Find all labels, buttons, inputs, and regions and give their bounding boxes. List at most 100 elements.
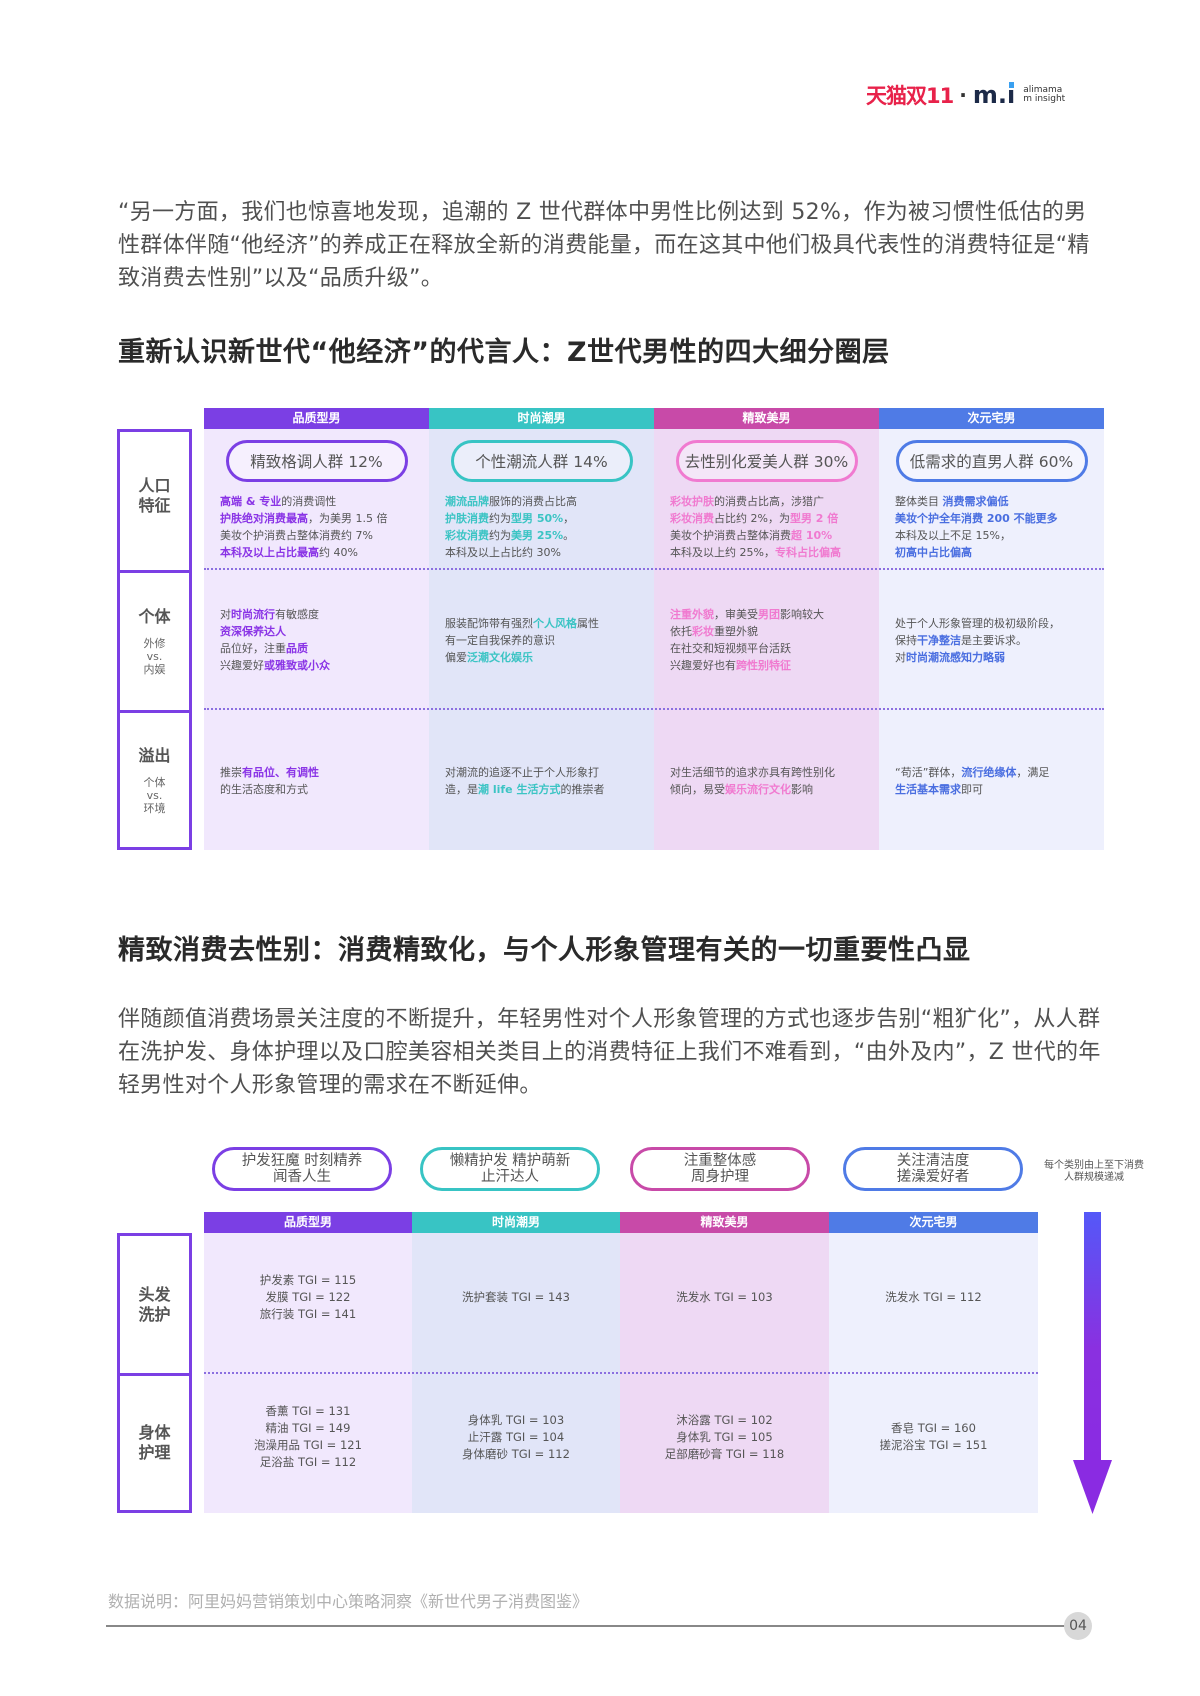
segment-pill: 个性潮流人群 14%: [450, 440, 633, 482]
cell-text: 美妆个护全年消费 200 不能更多: [895, 512, 1058, 525]
column-header: 时尚潮男: [429, 408, 654, 429]
cell-text: 重塑外貌: [714, 625, 758, 638]
column-bg: [204, 429, 429, 850]
row-divider: [204, 568, 1104, 570]
cell-text: 属性: [577, 617, 599, 630]
behavior-pill: 护发狂魔 时刻精养闻香人生: [212, 1147, 392, 1191]
cell-text: 处于个人形象管理的极初级阶段，: [895, 617, 1060, 630]
cell-text: 干净整洁: [917, 634, 961, 647]
cell-text: 的消费占比高，涉猎广: [714, 495, 824, 508]
cell-text: 专科占比偏高: [774, 546, 841, 559]
cell-text: 的消费调性: [281, 495, 337, 508]
cell-text: 保持: [895, 634, 917, 647]
segment-pill: 去性别化爱美人群 30%: [675, 440, 858, 482]
cell-text: 是主要诉求。: [961, 634, 1027, 647]
cell-line: 高端 & 专业的消费调性: [220, 493, 425, 510]
cell-line: 对时尚潮流感知力略弱: [895, 649, 1100, 666]
pill-line: 闻香人生: [272, 1169, 331, 1185]
row-label: 头发 洗护: [138, 1284, 171, 1324]
cell-text: 造，是: [445, 783, 478, 796]
cell-text: 护肤绝对消费最高: [220, 512, 308, 525]
cell-line: 美妆个护消费占整体消费约 7%: [220, 527, 425, 544]
segment-cell-overflow: 对潮流的追逐不止于个人形象打造，是潮 life 生活方式的推崇者: [445, 764, 650, 798]
row-label-box: 身体 护理: [117, 1373, 192, 1513]
behavior-pill: 关注清洁度搓澡爱好者: [843, 1147, 1023, 1191]
cell-text: 约 40%: [319, 546, 358, 559]
section2-paragraph: 伴随颜值消费场景关注度的不断提升，年轻男性对个人形象管理的方式也逐步告别“粗犷化…: [118, 1007, 1101, 1098]
cell-text: 娱乐流行文化: [725, 783, 791, 796]
cell-line: 本科及以上占比最高约 40%: [220, 544, 425, 561]
cell-line: 注重外貌，审美受男团影响较大: [670, 606, 875, 623]
column-header: 品质型男: [204, 1212, 412, 1233]
cell-line: 推崇有品位、有调性: [220, 764, 425, 781]
cell-text: 或雅致或小众: [264, 659, 330, 672]
tgi-cell: 洗发水 TGI = 103: [620, 1289, 829, 1306]
cell-text: 。: [563, 529, 575, 542]
cell-text: 对生活细节的追求亦具有跨性别化: [670, 766, 835, 779]
tgi-item: 洗发水 TGI = 112: [885, 1289, 982, 1304]
cell-text: 有敏感度: [275, 608, 319, 621]
alimama-insight-logo: alimama m insight: [1023, 85, 1066, 104]
cell-text: 潮 life 生活方式: [478, 783, 561, 796]
cell-text: 品位好，注重: [220, 642, 286, 655]
cell-line: 本科及以上不足 15%，: [895, 527, 1100, 544]
segment-cell-overflow: 对生活细节的追求亦具有跨性别化倾向，易受娱乐流行文化影响: [670, 764, 875, 798]
cell-line: 对生活细节的追求亦具有跨性别化: [670, 764, 875, 781]
column-header: 精致美男: [620, 1212, 829, 1233]
pill-line: 周身护理: [691, 1169, 749, 1185]
cell-text: 流行绝缘体: [961, 766, 1017, 779]
cell-line: 造，是潮 life 生活方式的推崇者: [445, 781, 650, 798]
tgi-item: 香皂 TGI = 160: [891, 1421, 976, 1435]
cell-text: 约为: [489, 512, 511, 525]
cell-text: 倾向，易受: [670, 783, 725, 796]
behavior-pill: 注重整体感周身护理: [630, 1147, 810, 1191]
cell-line: “苟活”群体，流行绝缘体，满足: [895, 764, 1100, 781]
pill-line: 懒精护发 精护萌新: [449, 1153, 571, 1169]
tgi-item: 身体磨砂 TGI = 112: [462, 1446, 570, 1461]
cell-text: 偏爱: [445, 651, 467, 664]
row-label: 身体 护理: [138, 1423, 171, 1462]
cell-text: 生活基本需求: [895, 783, 961, 796]
column-bg: [429, 429, 654, 850]
pill-line: 注重整体感: [683, 1153, 757, 1169]
cell-text: 占比约 2%，为: [714, 512, 790, 525]
row-sublabel: 个体 vs. 环境: [143, 775, 166, 815]
section1-title: 重新认识新世代“他经济”的代言人：Z世代男性的四大细分圈层: [118, 337, 890, 368]
cell-text: 依托: [670, 625, 692, 638]
cell-text: 美妆个护消费占整体消费约 7%: [220, 529, 373, 542]
cell-text: 本科及以上约 25%，: [670, 546, 775, 559]
cell-text: ，审美受: [714, 608, 758, 621]
segment-cell-demo: 高端 & 专业的消费调性护肤绝对消费最高，为美男 1.5 倍美妆个护消费占整体消…: [220, 493, 425, 561]
cell-text: 对: [220, 608, 231, 621]
logo-separator: ·: [959, 83, 967, 107]
cell-line: 护肤消费约为型男 50%，: [445, 510, 650, 527]
cell-text: 在社交和短视频平台活跃: [670, 642, 791, 655]
cell-text: 品质: [286, 642, 308, 655]
cell-text: 推崇: [220, 766, 242, 779]
tgi-cell: 洗护套装 TGI = 143: [412, 1289, 620, 1306]
cell-text: 即可: [961, 783, 983, 796]
cell-line: 对潮流的追逐不止于个人形象打: [445, 764, 650, 781]
cell-line: 彩妆消费占比约 2%，为型男 2 倍: [670, 510, 875, 527]
cell-text: 潮流品牌: [445, 495, 489, 508]
cell-text: 时尚潮流感知力略弱: [906, 651, 1005, 664]
cell-line: 兴趣爱好也有跨性别特征: [670, 657, 875, 674]
pill-line: 关注清洁度: [896, 1153, 970, 1169]
footer-divider: [106, 1625, 1066, 1627]
cell-text: ，满足: [1016, 766, 1050, 779]
cell-text: 影响: [791, 783, 813, 796]
row-label-box: 人口 特征: [117, 429, 192, 573]
pill-line: 止汗达人: [480, 1169, 539, 1185]
segment-pill: 低需求的直男人群 60%: [895, 440, 1088, 482]
cell-text: 的推崇者: [560, 783, 605, 796]
section2-title: 精致消费去性别：消费精致化，与个人形象管理有关的一切重要性凸显: [118, 935, 971, 966]
segment-cell-individual: 处于个人形象管理的极初级阶段， 保持干净整洁是主要诉求。对时尚潮流感知力略弱: [895, 615, 1100, 666]
cell-line: 的生活态度和方式: [220, 781, 425, 798]
cell-line: 在社交和短视频平台活跃: [670, 640, 875, 657]
row-label: 个体: [138, 607, 171, 626]
cell-text: 彩妆护肤: [670, 495, 714, 508]
column-header: 次元宅男: [829, 1212, 1038, 1233]
cell-text: ，: [563, 512, 575, 525]
segment-cell-demo: 潮流品牌服饰的消费占比高护肤消费约为型男 50%，彩妆消费约为美男 25%。本科…: [445, 493, 650, 561]
